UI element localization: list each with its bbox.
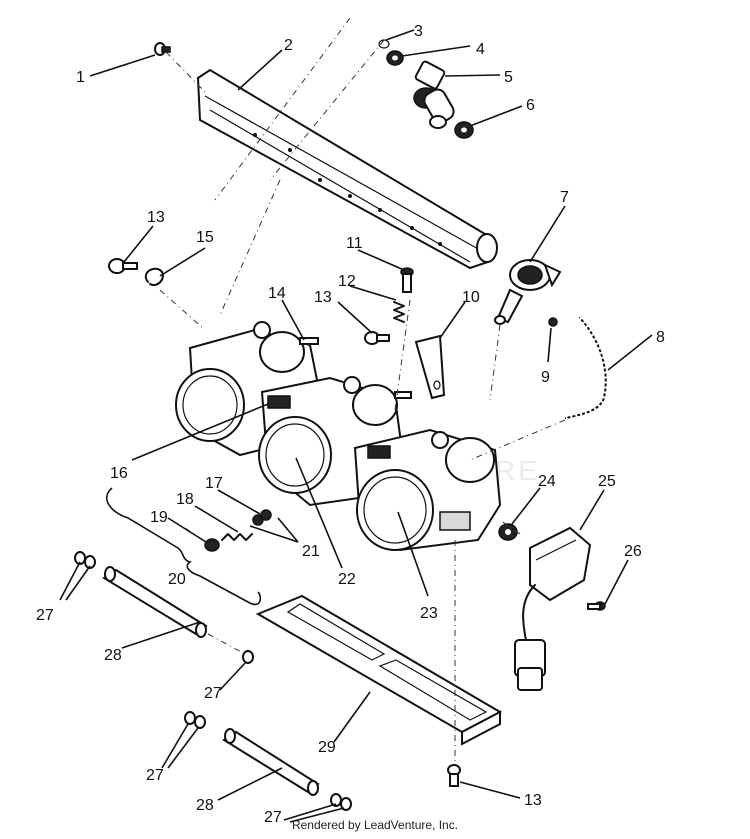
- callout-23: 23: [420, 605, 438, 622]
- screw-9: [548, 317, 558, 327]
- callout-22: 22: [338, 571, 356, 588]
- tube-28-upper: [102, 566, 208, 638]
- banjo-bolt-11: [400, 267, 414, 293]
- render-credit: Rendered by LeadVenture, Inc.: [291, 818, 459, 832]
- o-rings-27: [74, 551, 352, 811]
- callout-27-d: 27: [264, 809, 282, 826]
- adjuster-19-18-17: [204, 509, 272, 552]
- bracket-10: [414, 334, 446, 400]
- callout-4: 4: [476, 41, 485, 58]
- callout-8: 8: [656, 329, 665, 346]
- throttle-position-sensor-25: [514, 526, 592, 691]
- bolt-13-mid: [364, 331, 390, 345]
- callout-13-upper: 13: [147, 209, 165, 226]
- nut-4: [386, 50, 404, 66]
- callout-26: 26: [624, 543, 642, 560]
- callout-10: 10: [462, 289, 480, 306]
- tube-28-lower: [222, 728, 320, 796]
- callout-3: 3: [414, 23, 423, 40]
- callout-28-lower: 28: [196, 797, 214, 814]
- callout-19: 19: [150, 509, 168, 526]
- callout-27-a: 27: [36, 607, 54, 624]
- callout-2: 2: [284, 37, 293, 54]
- callout-29: 29: [318, 739, 336, 756]
- callout-25: 25: [598, 473, 616, 490]
- callout-20: 20: [168, 571, 186, 588]
- callout-6: 6: [526, 97, 535, 114]
- clip-15: [144, 267, 164, 286]
- callout-18: 18: [176, 491, 194, 508]
- screw-26: [587, 601, 606, 611]
- callout-numbers: 1 2 3 4 5 6 7 8 9 10 11 12 13 13 13 14 1…: [36, 23, 665, 826]
- callout-7: 7: [560, 189, 569, 206]
- hose-8: [565, 316, 609, 421]
- bolt-13-upper: [108, 258, 138, 274]
- callout-27-b: 27: [204, 685, 222, 702]
- nut-6: [454, 121, 474, 139]
- fuel-rail: [196, 68, 498, 270]
- callout-5: 5: [504, 69, 513, 86]
- washer-24: [498, 523, 518, 541]
- callout-16: 16: [110, 465, 128, 482]
- pressure-regulator-7: [494, 259, 562, 325]
- fuel-injector-5: [413, 60, 455, 129]
- spring-12: [393, 301, 405, 323]
- callout-24: 24: [538, 473, 556, 490]
- callout-11: 11: [346, 235, 363, 252]
- callout-12: 12: [338, 273, 356, 290]
- bolt-13-lower: [447, 764, 461, 787]
- throttle-body-assembly: [175, 321, 502, 552]
- alignment-lines: [159, 17, 566, 765]
- callout-27-c: 27: [146, 767, 164, 784]
- callout-13-mid: 13: [314, 289, 332, 306]
- callout-9: 9: [541, 369, 550, 386]
- callout-14: 14: [268, 285, 286, 302]
- callout-28-upper: 28: [104, 647, 122, 664]
- callout-1: 1: [76, 69, 85, 86]
- callout-15: 15: [196, 229, 214, 246]
- callout-13-lower: 13: [524, 792, 542, 809]
- mounting-plate-29: [255, 594, 503, 746]
- callout-21: 21: [302, 543, 320, 560]
- leader-lines: [59, 29, 653, 823]
- callout-17: 17: [205, 475, 223, 492]
